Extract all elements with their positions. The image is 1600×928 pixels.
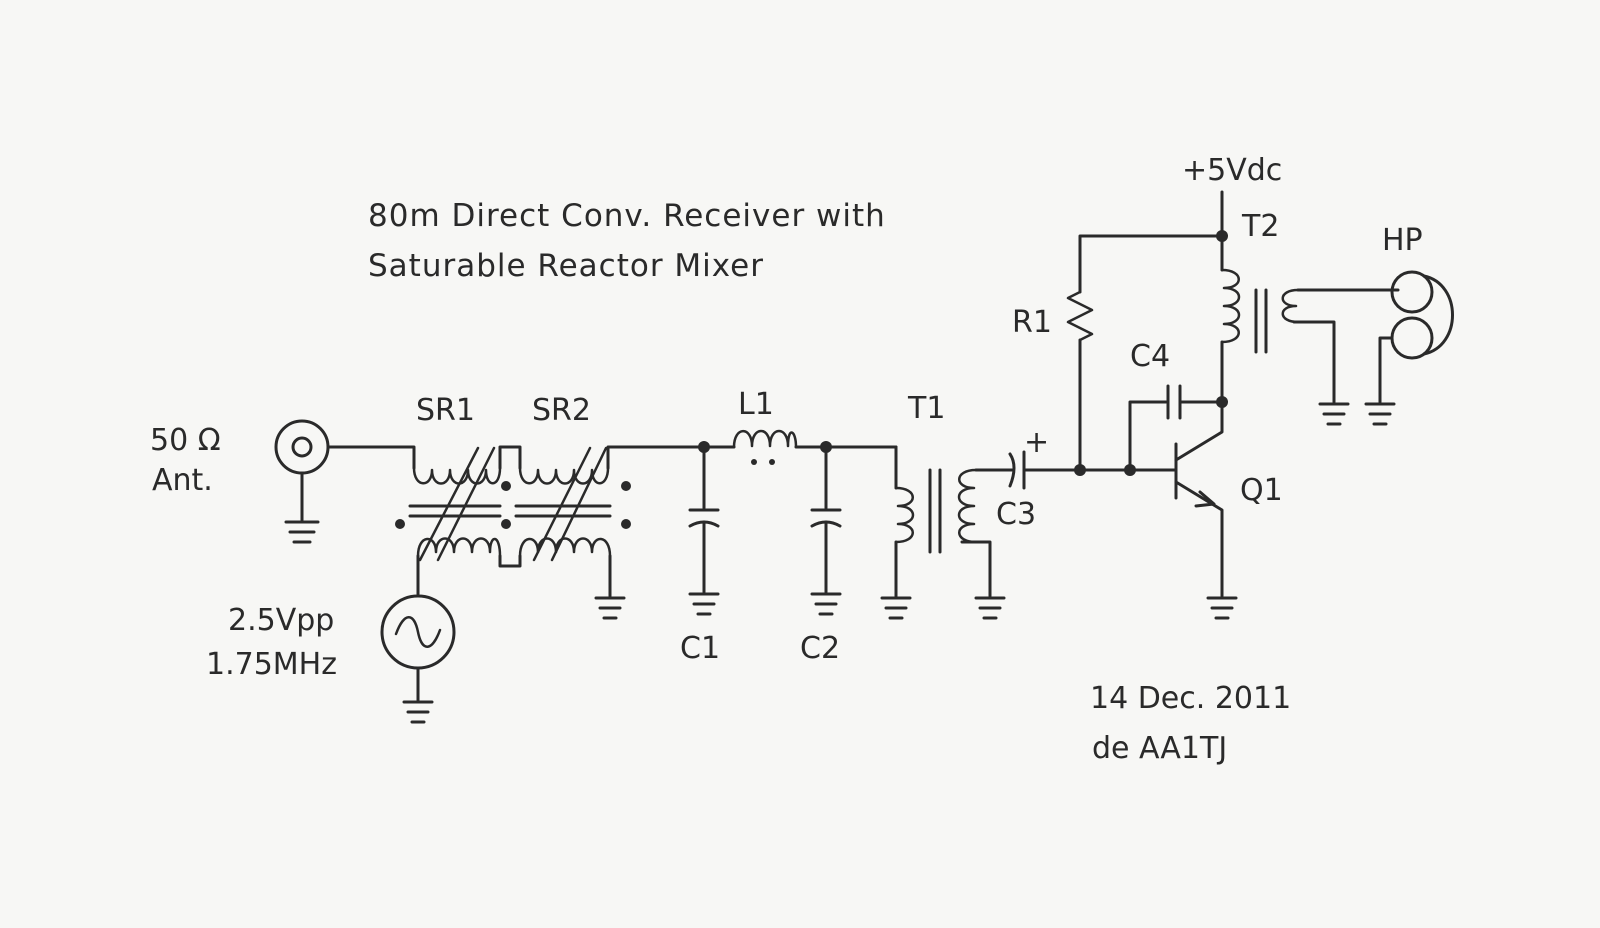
r1-label: R1 [1012, 305, 1052, 340]
c1-capacitor [688, 445, 720, 594]
date-label: 14 Dec. 2011 [1090, 681, 1291, 716]
t1-label: T1 [907, 391, 945, 426]
sr-link-bottom-wire [498, 554, 522, 568]
sr-link-top-wire [498, 445, 522, 470]
c2-capacitor [810, 445, 842, 594]
sr2-output-wire [606, 445, 706, 470]
t1-transformer [894, 445, 992, 598]
c4-label: C4 [1130, 339, 1170, 374]
sr1-reactor [395, 446, 511, 562]
sr2-ground-icon [594, 596, 626, 620]
t2-transformer [1220, 234, 1400, 404]
author-label: de AA1TJ [1092, 731, 1227, 766]
antenna-wire [326, 445, 416, 470]
t1-secondary-ground-icon [974, 596, 1006, 620]
antenna-impedance-label: 50 Ω [150, 423, 221, 458]
c1-label: C1 [680, 631, 720, 666]
r1-resistor [1066, 234, 1224, 472]
q1-emitter-ground-icon [1206, 596, 1238, 620]
antenna-ground-icon [284, 520, 320, 544]
q1-label: Q1 [1240, 473, 1283, 508]
hp-label: HP [1382, 223, 1423, 258]
sr1-label: SR1 [416, 393, 475, 428]
title-line-1: 80m Direct Conv. Receiver with [368, 198, 886, 234]
t1-primary-ground-icon [880, 596, 912, 620]
c3-label: C3 [996, 497, 1036, 532]
c3-polarity-label: + [1024, 425, 1049, 460]
title-line-2: Saturable Reactor Mixer [368, 248, 764, 284]
hp-ground-icon [1364, 402, 1396, 426]
antenna-label: Ant. [152, 463, 213, 498]
c4-capacitor [1128, 384, 1224, 472]
lo-source-icon [380, 594, 456, 670]
sr2-label: SR2 [532, 393, 591, 428]
c3-capacitor [988, 450, 1082, 490]
c1-ground-icon [688, 592, 720, 616]
t2-label: T2 [1241, 209, 1279, 244]
lo-amplitude-label: 2.5Vpp [228, 603, 334, 638]
sr2-reactor [501, 446, 631, 562]
supply-label: +5Vdc [1182, 153, 1282, 188]
t2-ground-icon [1318, 402, 1350, 426]
headphones-icon [1378, 270, 1454, 404]
q1-transistor [1174, 400, 1224, 598]
l1-label: L1 [738, 387, 774, 422]
lo-ground-icon [402, 700, 434, 724]
l1-inductor [732, 429, 798, 465]
antenna-connector [274, 419, 330, 522]
lo-frequency-label: 1.75MHz [206, 647, 337, 682]
c2-ground-icon [810, 592, 842, 616]
c2-label: C2 [800, 631, 840, 666]
